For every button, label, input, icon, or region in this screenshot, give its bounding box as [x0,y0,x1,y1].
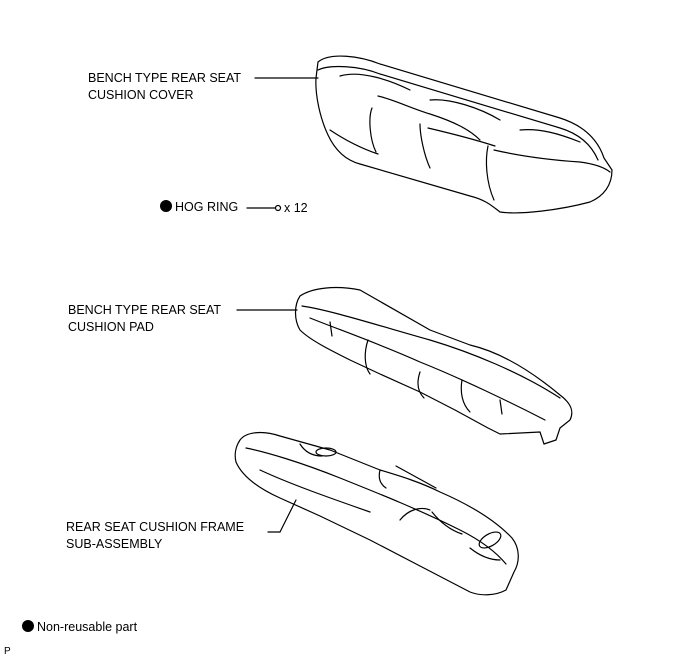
frame-leader-line-d [279,499,297,533]
pad-label-line1: BENCH TYPE REAR SEAT [68,303,222,317]
frame-label-line2: SUB-ASSEMBLY [66,537,163,551]
hog-ring-quantity: x 12 [284,201,308,215]
hog-ring-text: HOG RING [175,200,239,214]
figure-code: P [4,646,11,657]
cushion-cover-part [315,55,613,214]
cover-label: BENCH TYPE REAR SEAT CUSHION COVER [88,70,241,104]
frame-label: REAR SEAT CUSHION FRAME SUB-ASSEMBLY [66,519,244,553]
legend-text: Non-reusable part [37,620,138,634]
pad-label-line2: CUSHION PAD [68,320,154,334]
cover-label-line2: CUSHION COVER [88,88,194,102]
non-reusable-bullet-icon [160,200,172,212]
legend-bullet-icon [22,620,34,632]
hog-ring-label: HOG RING [160,199,238,216]
cushion-frame-part [234,431,519,596]
pad-label: BENCH TYPE REAR SEAT CUSHION PAD [68,302,221,336]
hog-ring-icon [274,204,282,212]
frame-label-line1: REAR SEAT CUSHION FRAME [66,520,245,534]
legend: Non-reusable part [22,619,137,636]
cover-label-line1: BENCH TYPE REAR SEAT [88,71,242,85]
cushion-pad-part [294,286,573,445]
